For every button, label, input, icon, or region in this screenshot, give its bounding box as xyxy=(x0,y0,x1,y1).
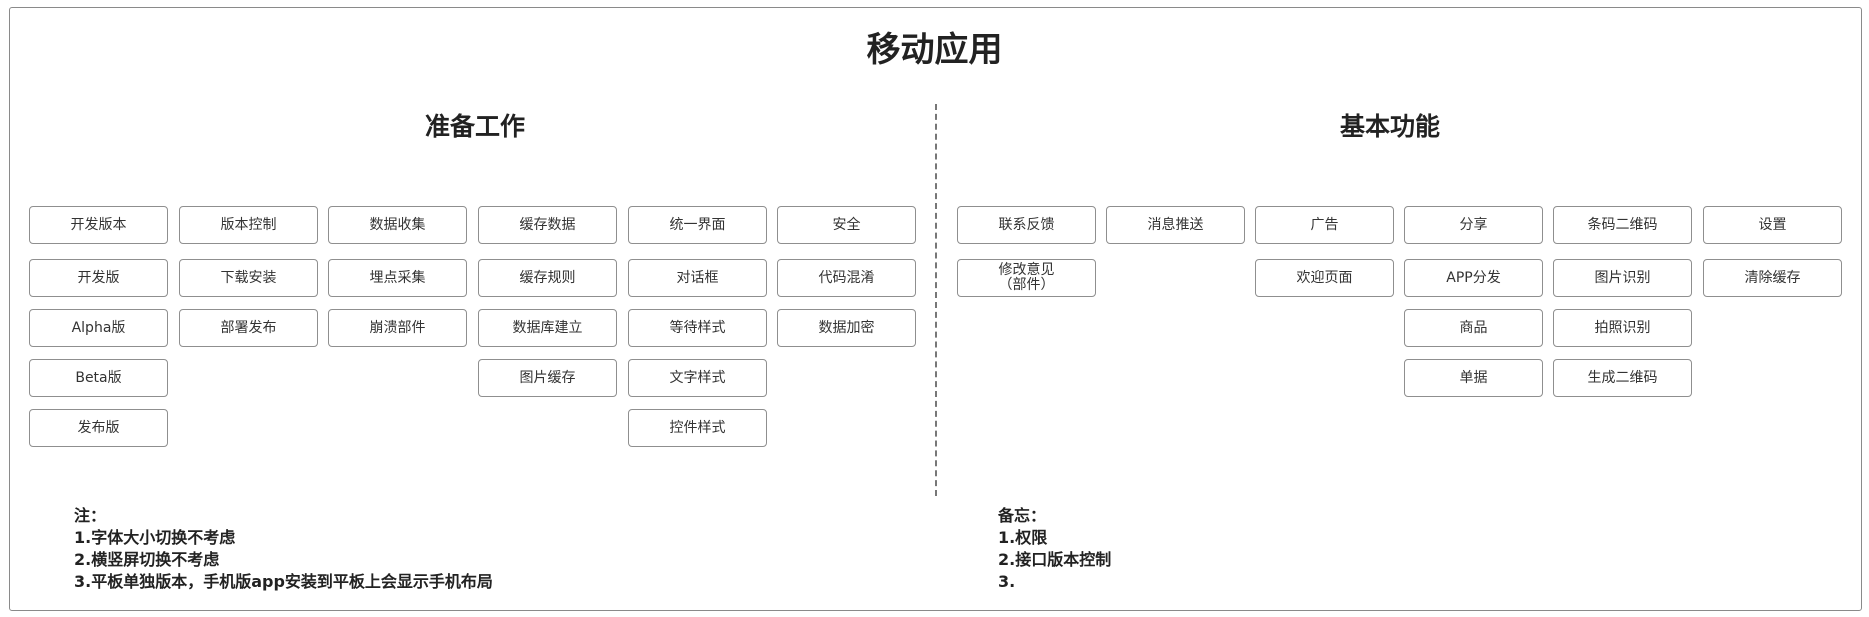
section-divider xyxy=(935,104,937,496)
prep-box[interactable]: 下载安装 xyxy=(179,259,318,297)
prep-box[interactable]: 等待样式 xyxy=(628,309,767,347)
notes-right-item: 3. xyxy=(998,572,1016,591)
prep-box[interactable]: 崩溃部件 xyxy=(328,309,467,347)
prep-box[interactable]: 数据收集 xyxy=(328,206,467,244)
prep-box[interactable]: 开发版本 xyxy=(29,206,168,244)
prep-box[interactable]: 图片缓存 xyxy=(478,359,617,397)
prep-box[interactable]: 控件样式 xyxy=(628,409,767,447)
prep-box[interactable]: 对话框 xyxy=(628,259,767,297)
prep-box[interactable]: 开发版 xyxy=(29,259,168,297)
basic-box[interactable]: 修改意见 （部件） xyxy=(957,259,1096,297)
prep-box[interactable]: 统一界面 xyxy=(628,206,767,244)
prep-box[interactable]: 文字样式 xyxy=(628,359,767,397)
prep-box[interactable]: 缓存规则 xyxy=(478,259,617,297)
basic-box[interactable]: 拍照识别 xyxy=(1553,309,1692,347)
notes-right: 备忘： 1.权限 2.接口版本控制 3. xyxy=(998,505,1111,593)
basic-box[interactable]: 清除缓存 xyxy=(1703,259,1842,297)
basic-box[interactable]: 消息推送 xyxy=(1106,206,1245,244)
basic-box[interactable]: APP分发 xyxy=(1404,259,1543,297)
basic-box[interactable]: 生成二维码 xyxy=(1553,359,1692,397)
notes-left: 注： 1.字体大小切换不考虑 2.横竖屏切换不考虑 3.平板单独版本，手机版ap… xyxy=(74,505,493,593)
prep-box[interactable]: 数据库建立 xyxy=(478,309,617,347)
notes-right-heading: 备忘： xyxy=(998,506,1047,525)
notes-left-heading: 注： xyxy=(74,506,107,525)
section-title-prep: 准备工作 xyxy=(424,112,525,141)
basic-box[interactable]: 设置 xyxy=(1703,206,1842,244)
basic-box[interactable]: 分享 xyxy=(1404,206,1543,244)
prep-box[interactable]: 部署发布 xyxy=(179,309,318,347)
prep-box[interactable]: 版本控制 xyxy=(179,206,318,244)
basic-box[interactable]: 联系反馈 xyxy=(957,206,1096,244)
prep-box[interactable]: 发布版 xyxy=(29,409,168,447)
prep-box[interactable]: Alpha版 xyxy=(29,309,168,347)
diagram-frame xyxy=(9,7,1862,611)
diagram-title: 移动应用 xyxy=(866,30,1003,70)
notes-right-item: 1.权限 xyxy=(998,528,1048,547)
basic-box[interactable]: 单据 xyxy=(1404,359,1543,397)
section-title-basic: 基本功能 xyxy=(1339,112,1440,141)
basic-box[interactable]: 欢迎页面 xyxy=(1255,259,1394,297)
prep-box[interactable]: 代码混淆 xyxy=(777,259,916,297)
prep-box[interactable]: 埋点采集 xyxy=(328,259,467,297)
prep-box[interactable]: 安全 xyxy=(777,206,916,244)
prep-box[interactable]: 缓存数据 xyxy=(478,206,617,244)
notes-left-item: 1.字体大小切换不考虑 xyxy=(74,528,236,547)
notes-left-item: 2.横竖屏切换不考虑 xyxy=(74,550,220,569)
notes-right-item: 2.接口版本控制 xyxy=(998,550,1112,569)
basic-box[interactable]: 商品 xyxy=(1404,309,1543,347)
prep-box[interactable]: Beta版 xyxy=(29,359,168,397)
basic-box[interactable]: 条码二维码 xyxy=(1553,206,1692,244)
prep-box[interactable]: 数据加密 xyxy=(777,309,916,347)
basic-box[interactable]: 图片识别 xyxy=(1553,259,1692,297)
notes-left-item: 3.平板单独版本，手机版app安装到平板上会显示手机布局 xyxy=(74,572,493,591)
basic-box[interactable]: 广告 xyxy=(1255,206,1394,244)
